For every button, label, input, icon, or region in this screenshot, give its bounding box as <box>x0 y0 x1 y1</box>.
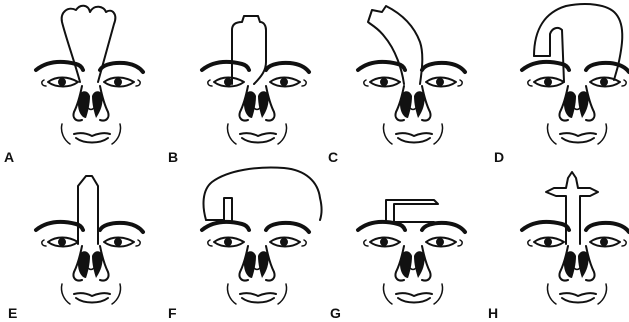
face-illustration <box>36 222 143 304</box>
flap-outline <box>386 200 438 222</box>
face-illustration <box>358 62 465 144</box>
flap-outline <box>546 172 598 244</box>
face-illustration <box>522 62 629 144</box>
panel-label: B <box>168 149 178 165</box>
face-illustration <box>36 62 143 144</box>
panel-label: G <box>330 305 341 321</box>
panel-label: H <box>488 305 498 321</box>
panel-d: D <box>494 4 629 165</box>
flap-outline <box>62 6 116 82</box>
panel-a: A <box>4 6 143 165</box>
flap-outline <box>534 4 622 80</box>
panel-g: G <box>330 200 465 321</box>
panel-label: E <box>8 305 17 321</box>
panel-b: B <box>168 16 309 165</box>
flap-outline <box>78 176 98 244</box>
panel-f: F <box>168 168 322 321</box>
flap-outline <box>204 168 322 220</box>
panel-label: F <box>168 305 177 321</box>
panel-label: C <box>328 149 338 165</box>
panel-label: D <box>494 149 504 165</box>
face-illustration <box>202 222 309 304</box>
face-illustration <box>522 222 629 304</box>
panel-h: H <box>488 172 629 321</box>
flap-outline <box>368 6 422 84</box>
face-illustration <box>202 62 309 144</box>
panel-c: C <box>328 6 465 165</box>
face-illustration <box>358 222 465 304</box>
flap-outline <box>232 16 266 84</box>
panel-e: E <box>8 176 143 321</box>
panel-label: A <box>4 149 14 165</box>
